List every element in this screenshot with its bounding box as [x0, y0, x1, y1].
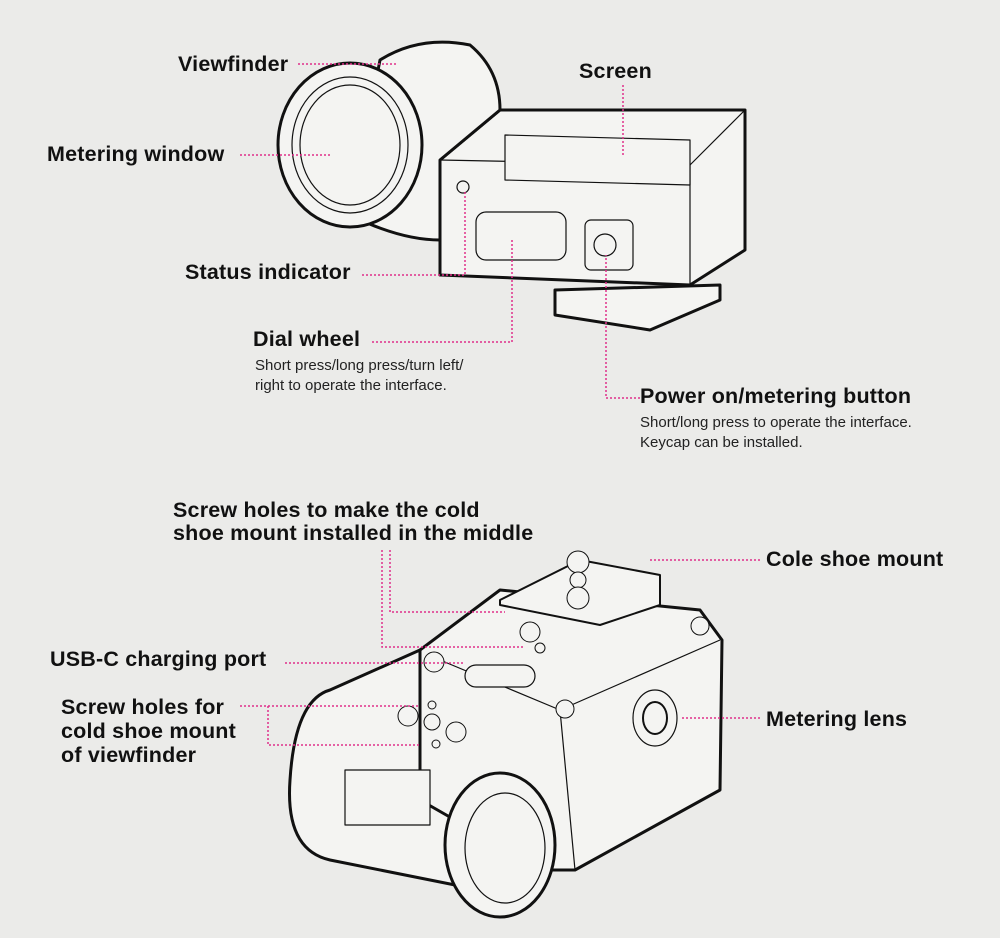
metering-lens-label: Metering lens [766, 707, 908, 731]
viewfinder-screw-holes-label-2: cold shoe mount [61, 719, 236, 743]
power-button-desc-1: Short/long press to operate the interfac… [640, 414, 912, 431]
middle-screw-holes-label-1: Screw holes to make the cold [173, 498, 480, 522]
dial-wheel-label: Dial wheel [253, 327, 361, 351]
viewfinder-label: Viewfinder [178, 52, 289, 76]
top-device-drawing [276, 40, 747, 332]
power-button-label: Power on/metering button [640, 384, 912, 408]
leader-lines [240, 63, 760, 746]
status-indicator-drawing [456, 180, 470, 194]
cold-shoe-mount-label: Cole shoe mount [766, 547, 944, 571]
middle-screw-holes-label-2: shoe mount installed in the middle [173, 521, 534, 545]
power-button-desc-2: Keycap can be installed. [640, 434, 803, 451]
status-indicator-label: Status indicator [185, 260, 351, 284]
bottom-device-drawing [288, 550, 724, 919]
dial-wheel-drawing [475, 211, 567, 261]
viewfinder-screw-holes-label-1: Screw holes for [61, 695, 225, 719]
usbc-port-drawing [464, 664, 536, 688]
dial-wheel-desc-1: Short press/long press/turn left/ [255, 357, 464, 374]
dial-wheel-desc-2: right to operate the interface. [255, 377, 447, 394]
screen-drawing [504, 134, 691, 186]
usbc-port-label: USB-C charging port [50, 647, 267, 671]
metering-window-label: Metering window [47, 142, 225, 166]
viewfinder-screw-holes-label-3: of viewfinder [61, 743, 197, 767]
screen-label: Screen [579, 59, 652, 83]
